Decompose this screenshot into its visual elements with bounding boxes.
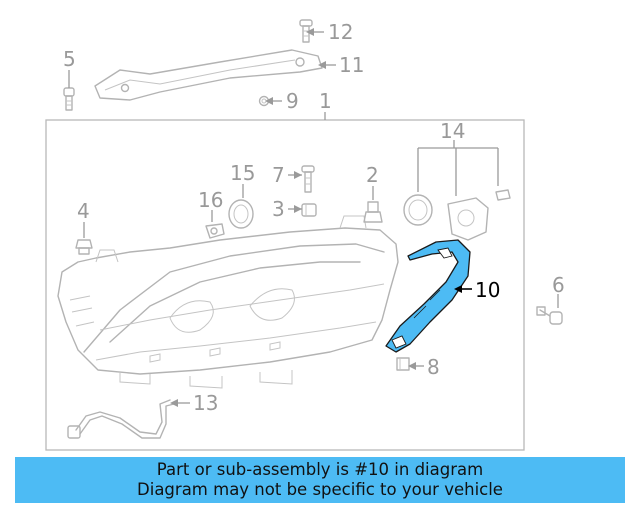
callout-7: 7 <box>272 163 285 187</box>
banner-line-2: Diagram may not be specific to your vehi… <box>137 480 503 499</box>
callout-9: 9 <box>286 89 299 113</box>
part-10-light-guide[interactable] <box>385 239 471 353</box>
part-13-harness[interactable] <box>67 399 175 439</box>
callout-5: 5 <box>63 47 76 71</box>
banner-line-1: Part or sub-assembly is #10 in diagram <box>156 460 484 479</box>
callout-6: 6 <box>552 273 565 297</box>
callout-4: 4 <box>77 199 90 223</box>
part-12-screw[interactable] <box>299 19 313 43</box>
part-3-clip[interactable] <box>301 203 317 217</box>
part-15-seal[interactable] <box>228 199 254 229</box>
part-8-clip[interactable] <box>396 357 410 371</box>
callout-15: 15 <box>230 161 255 185</box>
part-16-bulb[interactable] <box>205 223 225 239</box>
part-11-bracket[interactable] <box>94 49 323 101</box>
callout-3: 3 <box>272 197 285 221</box>
part-6-bolt[interactable] <box>536 306 563 325</box>
callout-13: 13 <box>193 391 218 415</box>
part-2-clip[interactable] <box>363 201 383 223</box>
callout-2: 2 <box>366 163 379 187</box>
callout-11: 11 <box>339 53 364 77</box>
assembly-frame <box>45 119 525 451</box>
part-5-bolt[interactable] <box>63 87 75 111</box>
callout-8: 8 <box>427 355 440 379</box>
callout-10: 10 <box>475 278 500 302</box>
headlamp-housing <box>57 215 399 389</box>
callout-1: 1 <box>319 89 332 113</box>
callout-12: 12 <box>328 20 353 44</box>
part-14-group[interactable] <box>403 189 511 241</box>
callout-14: 14 <box>440 119 465 143</box>
part-7-screw[interactable] <box>301 165 315 193</box>
part-4-grommet[interactable] <box>75 239 93 255</box>
info-banner: Part or sub-assembly is #10 in diagram D… <box>15 457 625 503</box>
callout-16: 16 <box>198 188 223 212</box>
